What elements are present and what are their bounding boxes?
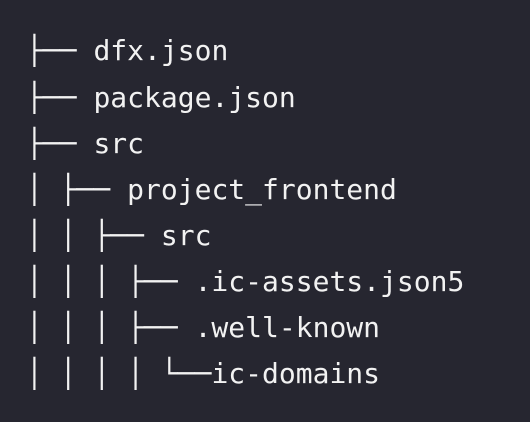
file-name: ic-domains xyxy=(211,357,381,390)
tree-branch-glyph: ├── xyxy=(26,81,94,114)
tree-entry-well-known: │ │ │ ├── .well-known xyxy=(26,307,380,349)
tree-entry-project-frontend: │ ├── project_frontend xyxy=(26,169,397,211)
tree-entry-ic-assets-json5: │ │ │ ├── .ic-assets.json5 xyxy=(26,261,464,303)
folder-name: src xyxy=(160,219,212,252)
file-name: package.json xyxy=(93,81,296,114)
tree-branch-glyph: ├── xyxy=(26,34,94,67)
tree-entry-src: ├── src xyxy=(26,123,144,165)
file-name: .ic-assets.json5 xyxy=(194,265,465,298)
tree-branch-glyph: │ │ │ ├── xyxy=(26,311,195,344)
tree-entry-nested-src: │ │ ├── src xyxy=(26,215,211,257)
tree-branch-glyph: │ │ │ ├── xyxy=(26,265,195,298)
folder-name: project_frontend xyxy=(127,173,397,206)
tree-entry-package-json: ├── package.json xyxy=(26,77,296,119)
folder-name: src xyxy=(93,127,145,160)
tree-entry-ic-domains: │ │ │ │ └──ic-domains xyxy=(26,353,380,395)
folder-name: .well-known xyxy=(194,311,381,344)
tree-entry-dfx-json: ├── dfx.json xyxy=(26,30,228,72)
file-name: dfx.json xyxy=(93,34,229,67)
tree-branch-glyph: │ │ ├── xyxy=(26,219,161,252)
tree-branch-glyph: │ │ │ │ └── xyxy=(26,357,212,390)
tree-branch-glyph: │ ├── xyxy=(26,173,128,206)
tree-branch-glyph: ├── xyxy=(26,127,94,160)
